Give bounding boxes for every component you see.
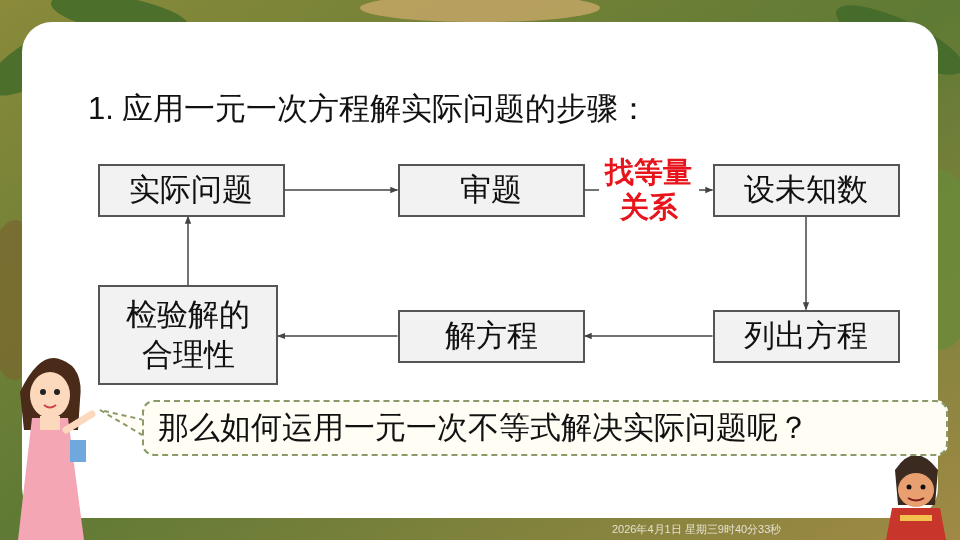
- process-box: 检验解的 合理性: [98, 285, 278, 385]
- node-text: 解方程: [445, 316, 538, 356]
- flow-arrow: [585, 335, 713, 337]
- teacher-figure: [18, 358, 92, 540]
- node-text: 检验解的 合理性: [114, 295, 262, 376]
- node-text: 列出方程: [744, 316, 868, 356]
- flow-arrow: [805, 217, 807, 310]
- speech-bubble: 那么如何运用一元一次不等式解决实际问题呢？: [142, 400, 948, 456]
- cartoon-character: [886, 455, 946, 540]
- node-text: 审题: [460, 170, 522, 210]
- process-box: 实际问题: [98, 164, 285, 217]
- flow-arrow: [278, 335, 398, 337]
- node-text: 那么如何运用一元一次不等式解决实际问题呢？: [158, 408, 809, 448]
- process-box: 审题: [398, 164, 585, 217]
- edge-label: 找等量 关系: [599, 155, 699, 225]
- slide-title: 1. 应用一元一次方程解实际问题的步骤：: [88, 86, 788, 133]
- flow-arrow: [187, 217, 189, 286]
- process-box: 列出方程: [713, 310, 900, 363]
- watermark: 2026年4月1日 星期三9时40分33秒: [612, 522, 781, 537]
- process-box: 设未知数: [713, 164, 900, 217]
- node-text: 设未知数: [744, 170, 868, 210]
- process-box: 解方程: [398, 310, 585, 363]
- flow-arrow: [285, 189, 398, 191]
- node-text: 实际问题: [129, 170, 253, 210]
